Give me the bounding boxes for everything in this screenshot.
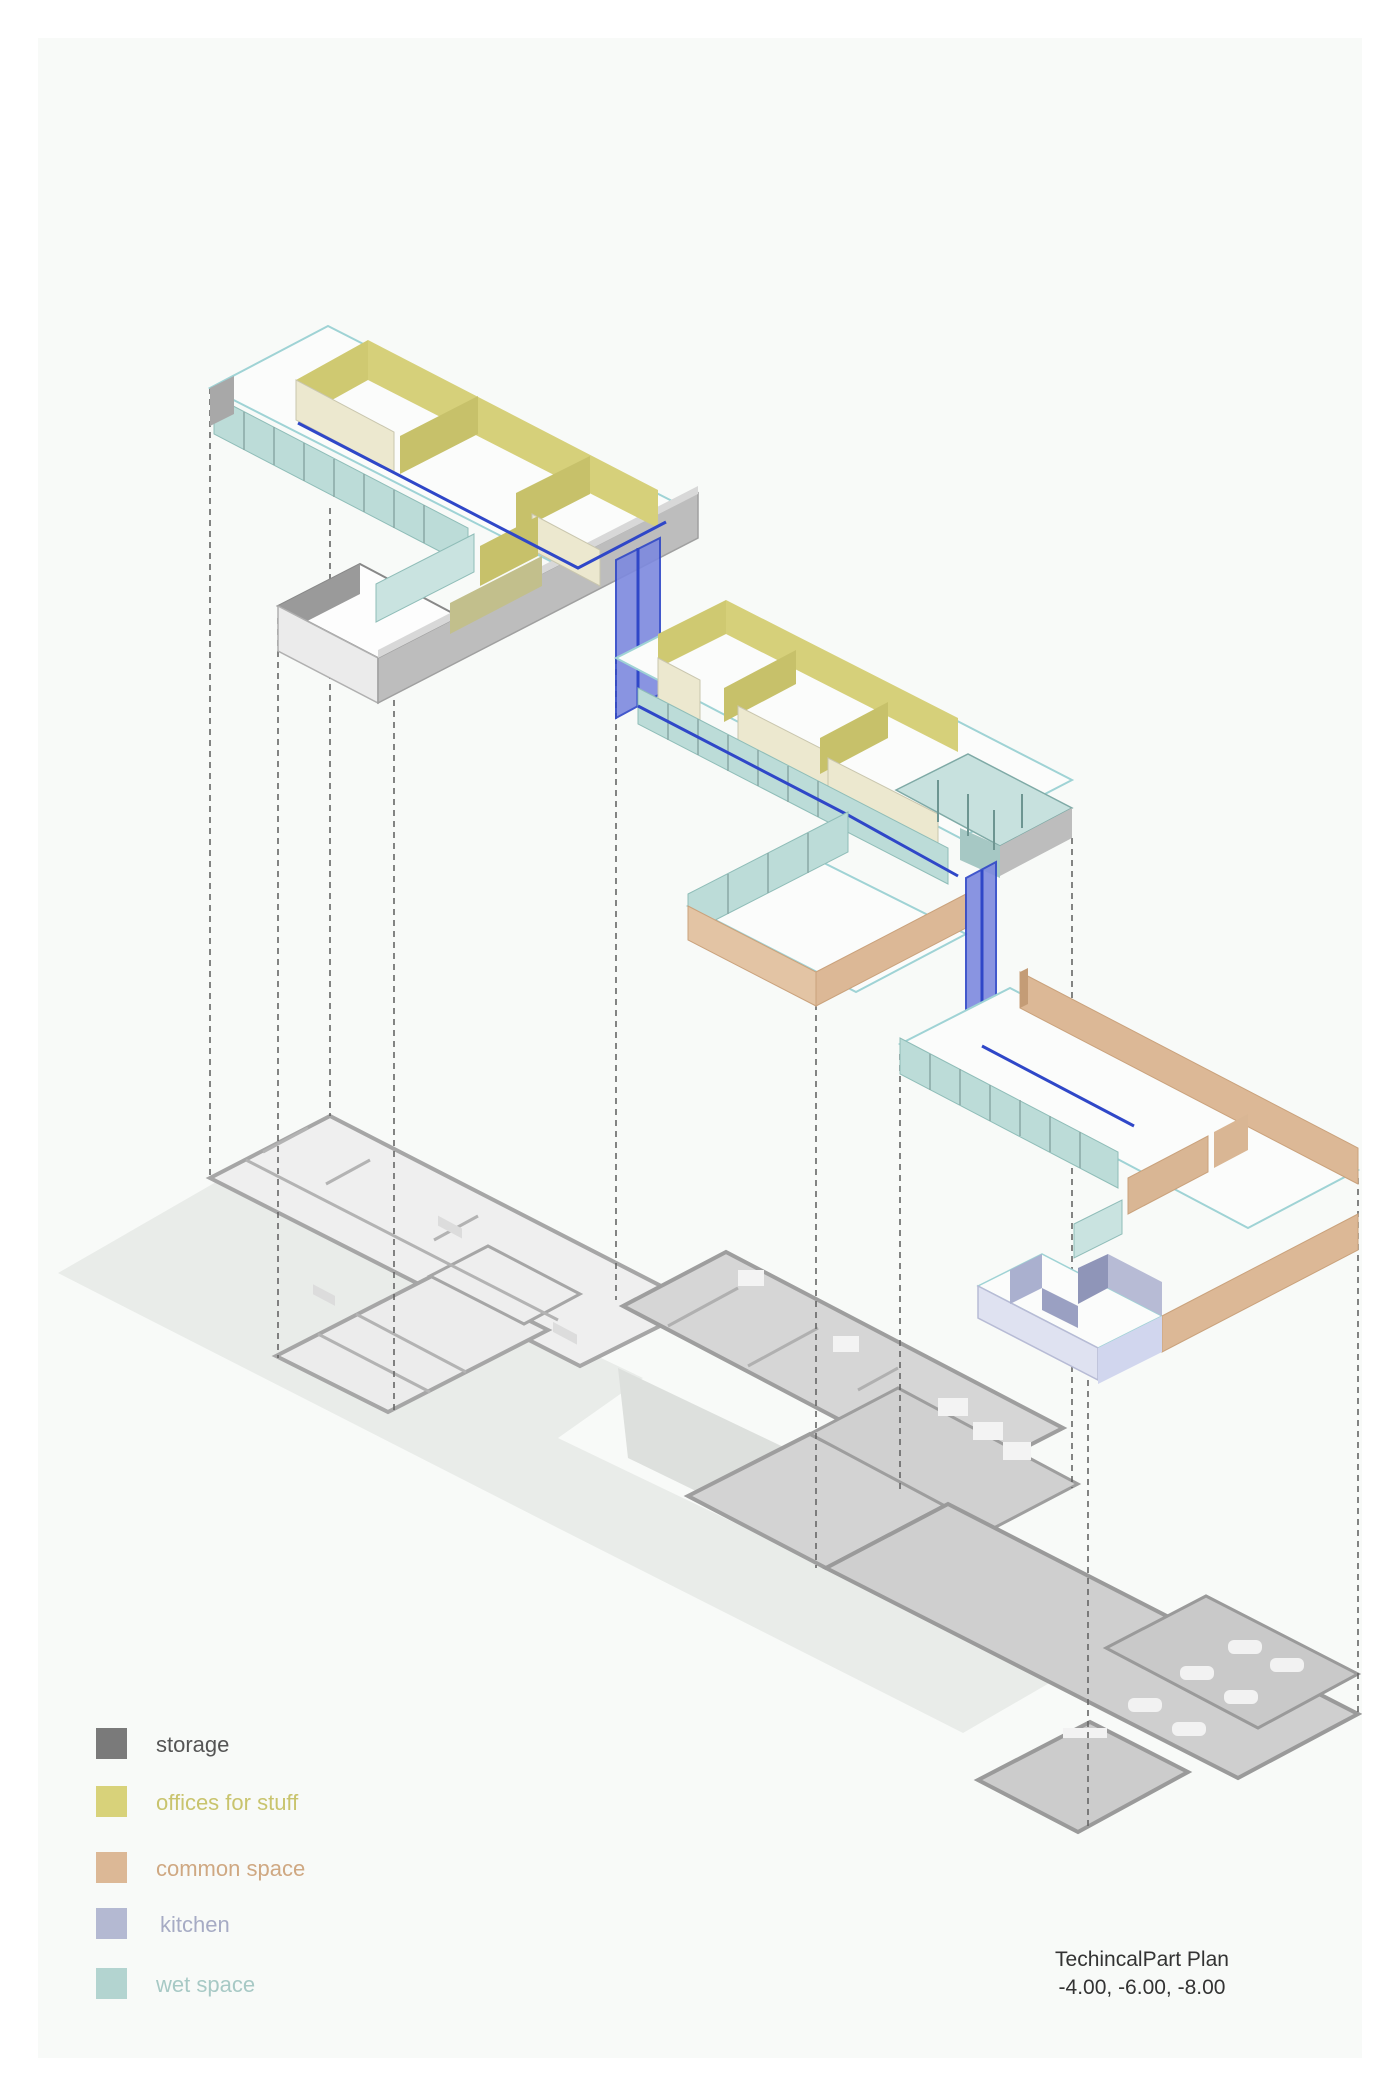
mid-office-partition-2 bbox=[820, 702, 888, 774]
office-partition-4 bbox=[450, 556, 542, 634]
legend-swatch-storage bbox=[96, 1728, 127, 1759]
mid-wet-partitions bbox=[937, 780, 1023, 850]
plan-title-name: TechincalPart Plan bbox=[1055, 1948, 1229, 1971]
plan-title-levels: -4.00, -6.00, -8.00 bbox=[1058, 1976, 1226, 1999]
right-wing-lower-block bbox=[973, 1719, 1193, 1835]
common-room-mullions bbox=[727, 833, 809, 914]
legend-swatch-wet bbox=[96, 1968, 127, 1999]
middle-wing-hall bbox=[806, 1386, 1082, 1532]
office-partition-3 bbox=[480, 516, 538, 586]
left-wing-walls bbox=[245, 1126, 559, 1394]
lower-glazing-mullions bbox=[929, 1054, 1081, 1168]
upper-left-glazing-mullions bbox=[243, 412, 425, 543]
lower-wet-glazing-2 bbox=[1073, 1199, 1123, 1259]
legend-label-common: common space bbox=[156, 1856, 306, 1881]
office-partition-2 bbox=[516, 456, 590, 532]
mid-office-wall-back bbox=[658, 600, 726, 668]
legend-label-storage: storage bbox=[156, 1732, 230, 1757]
legend-label-wet: wet space bbox=[156, 1972, 256, 1997]
level-middle bbox=[613, 600, 1075, 1007]
lower-common-partition bbox=[1127, 1135, 1209, 1215]
kitchen-wall-back bbox=[1010, 1254, 1042, 1304]
lower-common-wall-front bbox=[1161, 1213, 1359, 1353]
legend-swatch-offices bbox=[96, 1786, 127, 1817]
plan-shadow bbox=[58, 1178, 1058, 1733]
legend-label-kitchen: kitchen bbox=[160, 1912, 230, 1937]
level-upper-left bbox=[207, 324, 699, 705]
legend-swatch-common bbox=[96, 1852, 127, 1883]
lower-wet-glazing bbox=[899, 1037, 1119, 1189]
ground-floor-plan bbox=[58, 1113, 1362, 1835]
left-wing-furniture bbox=[313, 1215, 577, 1345]
mid-office-partition-1 bbox=[724, 650, 796, 722]
upper-left-duct bbox=[297, 421, 667, 570]
lower-common-wall-front-edge bbox=[1098, 1316, 1162, 1384]
kitchen-partition-1 bbox=[1078, 1254, 1108, 1304]
kitchen-partition-3 bbox=[1042, 1288, 1078, 1328]
upper-left-wet-glazing-2 bbox=[375, 533, 475, 623]
legend: storage offices for stuff common space k… bbox=[96, 1728, 436, 2028]
level-lower-right bbox=[897, 968, 1361, 1384]
lower-common-partition-2 bbox=[1214, 1114, 1248, 1168]
left-wing-link bbox=[426, 1244, 584, 1326]
lower-duct bbox=[981, 1044, 1135, 1128]
upper-left-storage-edge bbox=[210, 376, 234, 426]
legend-swatch-kitchen bbox=[96, 1908, 127, 1939]
mid-office-wall-long bbox=[726, 600, 958, 752]
mid-storage-edge-wall bbox=[1000, 808, 1072, 876]
middle-wing-walls bbox=[667, 1286, 899, 1392]
drawing-sheet: storage offices for stuff common space k… bbox=[38, 38, 1362, 2058]
kitchen-partition-2 bbox=[1108, 1254, 1162, 1316]
axonometric-drawing bbox=[58, 324, 1362, 1835]
lower-common-post bbox=[1020, 968, 1028, 1008]
office-partition-1 bbox=[400, 396, 478, 474]
legend-label-offices: offices for stuff bbox=[156, 1790, 299, 1815]
middle-wing-fixtures bbox=[738, 1270, 1031, 1460]
dining-tables bbox=[1063, 1640, 1304, 1738]
plan-title: TechincalPart Plan -4.00, -6.00, -8.00 bbox=[982, 1946, 1302, 2002]
